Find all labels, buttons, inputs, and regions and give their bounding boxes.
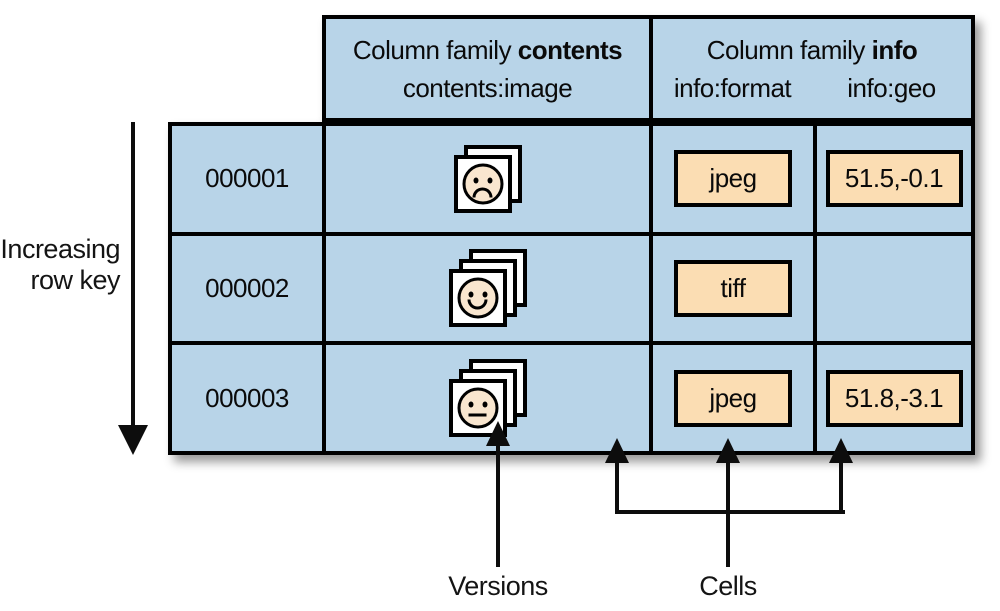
cells-arrow-shaft-left (615, 461, 619, 514)
smiley-face-icon (448, 249, 527, 328)
info-column-qualifiers: info:format info:geo (653, 69, 971, 107)
sad-face (462, 163, 503, 205)
header-cell-contents-family: Column family contents contents:image (326, 19, 649, 118)
cells-arrow-stem (726, 512, 730, 567)
cells-arrow-shaft-right (839, 461, 843, 514)
contents-family-title: Column family contents (352, 31, 623, 69)
frown-mouth (472, 187, 493, 198)
increasing-row-key-line1: Increasing (0, 234, 120, 264)
column-family-header-row: Column family contents contents:image Co… (322, 15, 975, 122)
contents-family-title-prefix: Column family (352, 34, 518, 65)
neutral-face (457, 387, 498, 429)
cells-label: Cells (699, 571, 757, 601)
value-box-format: jpeg (674, 369, 792, 427)
version-card-front (448, 269, 507, 328)
versions-arrow-head (486, 421, 510, 446)
value-box-format: jpeg (674, 150, 792, 208)
info-format-cell: tiff (653, 235, 813, 342)
info-geo-qualifier: info:geo (847, 72, 936, 103)
neutral-mouth (468, 413, 487, 417)
info-format-cell: jpeg (653, 126, 813, 232)
info-family-title: Column family info (707, 31, 918, 69)
cells-arrow-head-left (605, 438, 629, 463)
info-geo-cell: 51.8,-3.1 (817, 345, 971, 451)
neutral-face-icon (448, 359, 527, 438)
smiley-face (457, 277, 498, 319)
info-format-qualifier: info:format (673, 72, 792, 103)
cells-arrow-head-right (829, 438, 853, 463)
increasing-row-key-line2: row key (30, 265, 120, 295)
row-key-cell: 000001 (172, 126, 322, 232)
eye-icon (468, 291, 473, 298)
row-key-arrow-shaft (131, 122, 135, 427)
eye-icon (482, 401, 487, 408)
row-key-cell: 000002 (172, 235, 322, 342)
increasing-row-key-label: Increasing row key (0, 234, 120, 296)
eye-icon (473, 177, 478, 184)
row-key-arrow-head (118, 425, 148, 455)
contents-family-title-bold: contents (517, 34, 623, 65)
versions-arrow-shaft (496, 444, 500, 567)
info-family-title-prefix: Column family (706, 34, 872, 65)
info-geo-cell-empty (817, 235, 971, 342)
sad-face-icon (453, 144, 522, 213)
row-key-cell: 000003 (172, 345, 322, 451)
contents-column-qualifier: contents:image (402, 72, 573, 103)
versions-label: Versions (448, 571, 548, 601)
info-format-cell: jpeg (653, 345, 813, 451)
cells-arrow-crossbar (615, 510, 845, 514)
cells-arrow-shaft-middle (726, 461, 730, 514)
table-body: 000001 jpeg 51.5,-0.1 (168, 122, 975, 455)
contents-image-cell (326, 235, 649, 342)
version-card-front (448, 379, 507, 438)
contents-image-cell (326, 126, 649, 232)
hbase-table: Column family contents contents:image Co… (168, 15, 975, 455)
info-family-title-bold: info (871, 34, 918, 65)
value-box-format: tiff (674, 259, 792, 317)
smile-mouth (467, 299, 488, 310)
value-box-geo: 51.8,-3.1 (825, 369, 963, 427)
eye-icon (482, 291, 487, 298)
eye-icon (468, 401, 473, 408)
header-cell-info-family: Column family info info:format info:geo (653, 19, 971, 118)
eye-icon (487, 177, 492, 184)
info-geo-cell: 51.5,-0.1 (817, 126, 971, 232)
version-card-front (453, 154, 512, 213)
cells-arrow-head-middle (716, 438, 740, 463)
value-box-geo: 51.5,-0.1 (825, 150, 963, 208)
